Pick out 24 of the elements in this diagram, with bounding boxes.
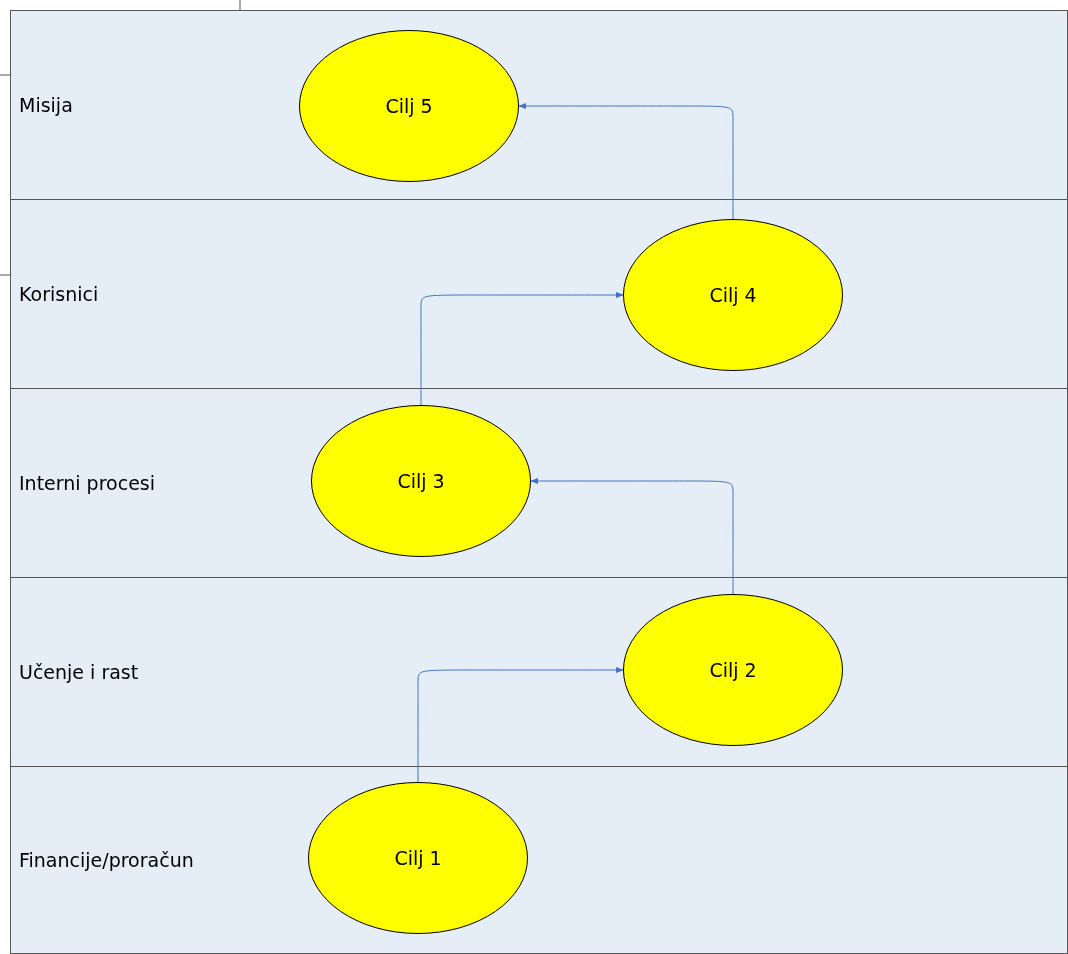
goal-ellipse bbox=[308, 782, 528, 934]
goal-ellipse bbox=[311, 405, 531, 557]
lane-label: Financije/proračun bbox=[19, 849, 194, 871]
lane-label: Korisnici bbox=[19, 283, 99, 305]
arrow bbox=[530, 477, 734, 595]
goal-label: Cilj 1 bbox=[393, 847, 443, 869]
goal-label: Cilj 5 bbox=[384, 95, 434, 117]
goal-ellipse bbox=[623, 219, 843, 371]
arrow bbox=[417, 666, 624, 783]
lane-label: Učenje i rast bbox=[19, 661, 139, 683]
lane-band bbox=[10, 199, 1068, 389]
lane-band bbox=[10, 766, 1068, 954]
lane-band bbox=[10, 577, 1068, 767]
arrow bbox=[420, 291, 624, 406]
lane-band bbox=[10, 10, 1068, 200]
goal-label: Cilj 3 bbox=[396, 470, 446, 492]
arrow bbox=[518, 102, 734, 220]
lane-label: Interni procesi bbox=[19, 472, 155, 494]
goal-ellipse bbox=[623, 594, 843, 746]
goal-label: Cilj 4 bbox=[708, 284, 758, 306]
goal-label: Cilj 2 bbox=[708, 659, 758, 681]
lane-band bbox=[10, 388, 1068, 578]
lane-label: Misija bbox=[19, 94, 73, 116]
goal-ellipse bbox=[299, 30, 519, 182]
